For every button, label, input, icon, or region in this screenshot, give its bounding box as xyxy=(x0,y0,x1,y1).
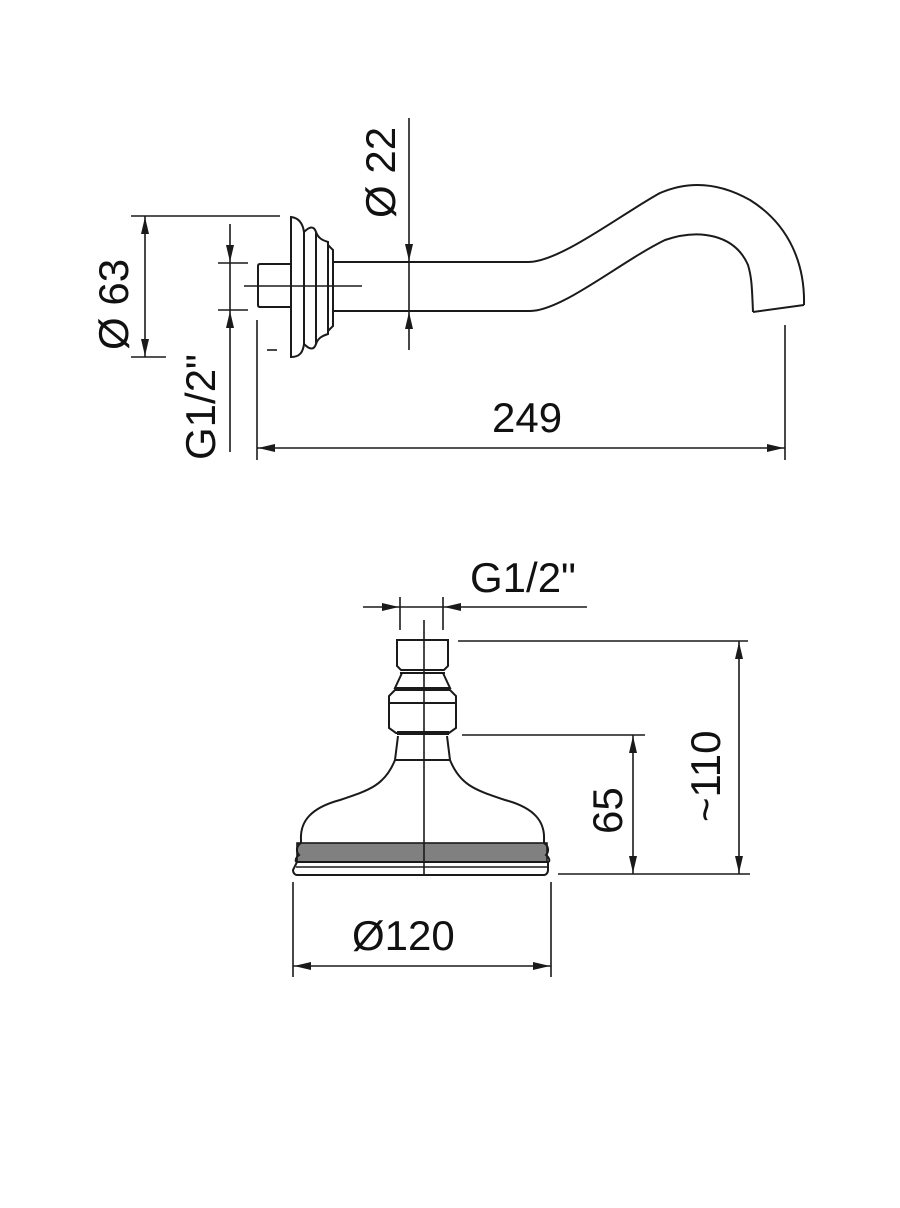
flange-diameter-label: Ø 63 xyxy=(90,259,137,350)
arm-diameter-label: Ø 22 xyxy=(357,127,404,218)
curved-arm xyxy=(333,183,806,306)
dimension-arm-thread: G1/2" xyxy=(177,224,277,460)
shower-head-body xyxy=(299,759,546,843)
dimension-flange-diameter: Ø 63 xyxy=(90,215,280,358)
shower-head-view: G1/2" Ø120 65 ~110 xyxy=(291,554,750,977)
arm-thread-label: G1/2" xyxy=(177,354,224,460)
projection-length-label: 249 xyxy=(492,394,562,441)
connector xyxy=(388,639,457,761)
dimension-head-diameter: Ø120 xyxy=(292,882,552,977)
head-thread-label: G1/2" xyxy=(470,554,576,601)
head-height-label: 65 xyxy=(584,787,631,834)
head-diameter-label: Ø120 xyxy=(352,912,455,959)
spray-band xyxy=(296,842,548,863)
total-height-label: ~110 xyxy=(682,731,729,823)
wall-flange xyxy=(290,215,334,359)
dimension-head-heights: 65 ~110 xyxy=(458,640,750,875)
shower-arm-view: Ø 63 G1/2" Ø 22 249 xyxy=(90,118,806,460)
dimension-projection-length: 249 xyxy=(256,320,786,460)
dimension-head-thread: G1/2" xyxy=(363,554,587,630)
dimension-arm-diameter: Ø 22 xyxy=(357,118,413,350)
